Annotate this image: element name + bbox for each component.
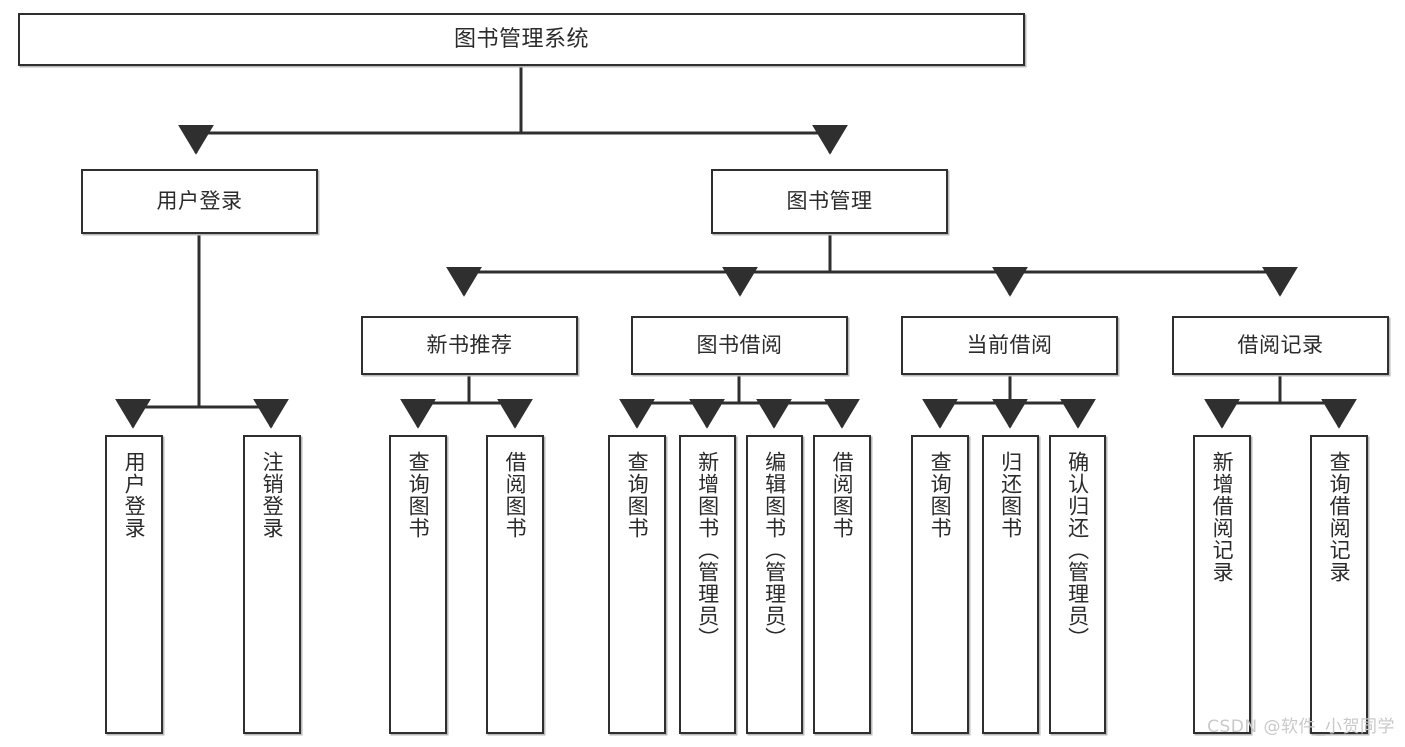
node-label: 查询图书	[928, 451, 953, 539]
leaf-user-login[interactable]: 用户登录	[105, 435, 163, 734]
node-label: 图书管理	[786, 189, 873, 214]
leaf-add-book-admin[interactable]: 新增图书（管理员）	[679, 435, 736, 734]
node-label: 新增图书（管理员）	[695, 451, 720, 649]
node-current-borrow[interactable]: 当前借阅	[901, 316, 1118, 375]
node-label: 确认归还（管理员）	[1065, 451, 1090, 649]
node-label: 用户登录	[156, 189, 243, 214]
node-label: 查询借阅记录	[1327, 451, 1352, 583]
node-label: 借阅图书	[830, 451, 855, 539]
node-book-management[interactable]: 图书管理	[711, 169, 948, 234]
csdn-watermark: CSDN @软件_小贺同学	[1207, 717, 1395, 737]
leaf-logout-login[interactable]: 注销登录	[243, 435, 301, 734]
leaf-query-book-borrow[interactable]: 查询图书	[608, 435, 666, 734]
node-label: 查询图书	[406, 451, 431, 539]
node-label: 注销登录	[260, 451, 285, 539]
node-label: 借阅记录	[1237, 333, 1324, 358]
node-label: 查询图书	[625, 451, 650, 539]
leaf-add-borrow-record[interactable]: 新增借阅记录	[1193, 435, 1251, 734]
node-borrow-record[interactable]: 借阅记录	[1172, 316, 1389, 375]
node-new-book-recommend[interactable]: 新书推荐	[361, 316, 578, 375]
node-label: 编辑图书（管理员）	[762, 451, 787, 649]
node-label: 借阅图书	[503, 451, 528, 539]
node-book-borrow[interactable]: 图书借阅	[631, 316, 848, 375]
node-label: 新增借阅记录	[1210, 451, 1235, 583]
leaf-confirm-return-admin[interactable]: 确认归还（管理员）	[1049, 435, 1106, 734]
leaf-query-book-recommend[interactable]: 查询图书	[389, 435, 447, 734]
node-label: 图书管理系统	[453, 26, 589, 52]
leaf-return-book[interactable]: 归还图书	[982, 435, 1039, 734]
leaf-query-book-current[interactable]: 查询图书	[911, 435, 969, 734]
node-user-login[interactable]: 用户登录	[81, 169, 318, 234]
node-root-book-management-system[interactable]: 图书管理系统	[18, 13, 1025, 66]
leaf-query-borrow-record[interactable]: 查询借阅记录	[1310, 435, 1368, 734]
leaf-borrow-book[interactable]: 借阅图书	[813, 435, 871, 734]
node-label: 归还图书	[998, 451, 1023, 539]
node-label: 图书借阅	[696, 333, 783, 358]
leaf-borrow-book-recommend[interactable]: 借阅图书	[486, 435, 544, 734]
node-label: 用户登录	[122, 451, 147, 539]
node-label: 当前借阅	[966, 333, 1053, 358]
leaf-edit-book-admin[interactable]: 编辑图书（管理员）	[746, 435, 803, 734]
node-label: 新书推荐	[426, 333, 513, 358]
